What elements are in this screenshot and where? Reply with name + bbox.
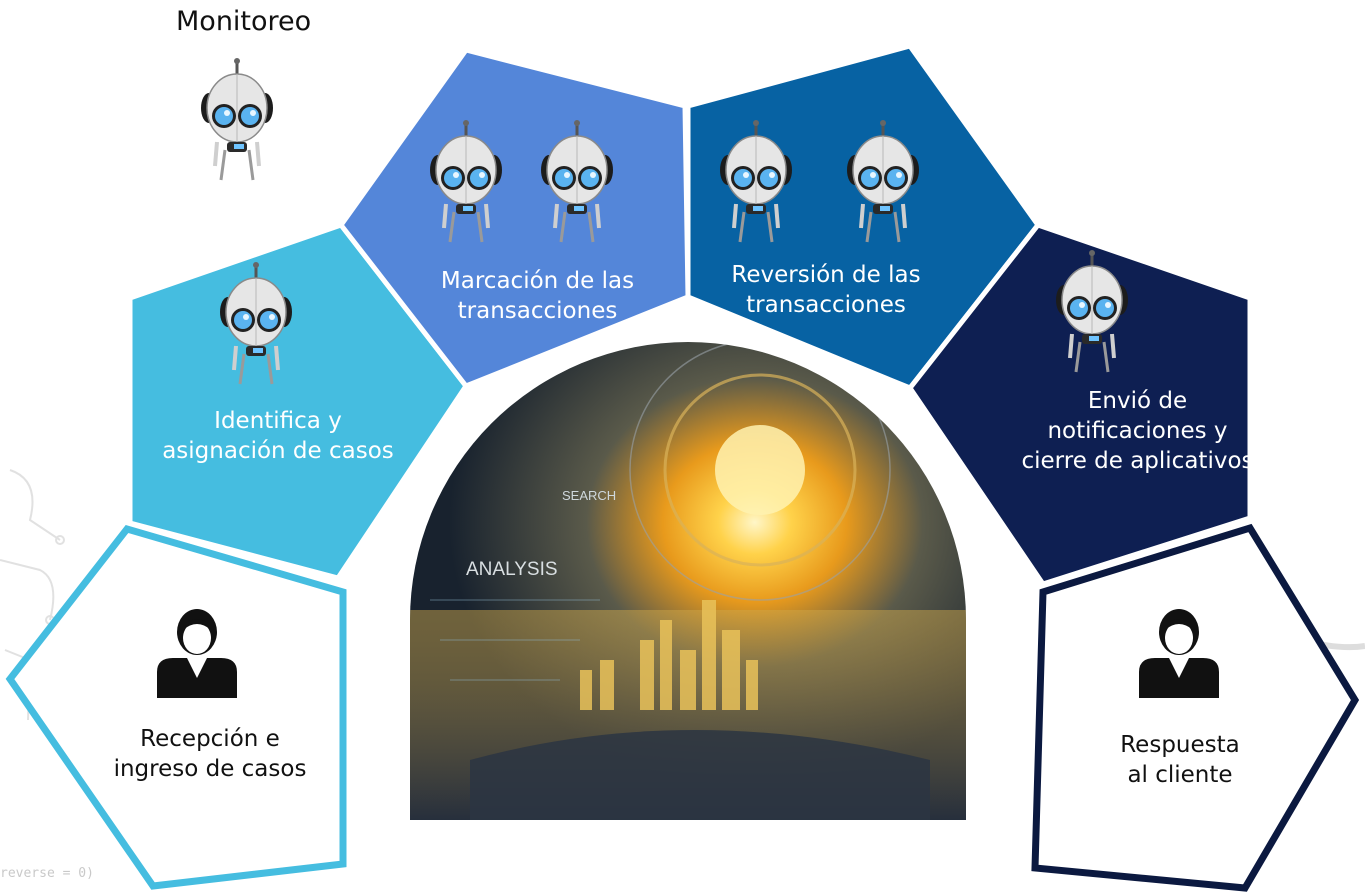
background-code-text: reverse = 0) bbox=[0, 866, 94, 881]
step-marcacion-label: Marcación de las transacciones bbox=[440, 268, 635, 324]
step-identifica-shape bbox=[127, 222, 470, 581]
monitor-robot-icon bbox=[199, 56, 275, 182]
step-respuesta-label: Respuesta al cliente bbox=[1120, 732, 1240, 788]
center-search-text: SEARCH bbox=[562, 488, 616, 503]
step-envio-shape bbox=[906, 222, 1253, 587]
step-recepcion-shape bbox=[5, 524, 347, 890]
step-recepcion-label: Recepción e ingreso de casos bbox=[113, 726, 307, 782]
step-identifica-label: Identifica y asignación de casos bbox=[162, 408, 394, 464]
step-respuesta-shape bbox=[1031, 523, 1360, 892]
step-envio-label: Envió de notificaciones y cierre de apli… bbox=[1021, 388, 1254, 474]
center-analysis-text: ANALYSIS bbox=[466, 559, 558, 580]
step-reversion-label: Reversión de las transacciones bbox=[731, 262, 921, 318]
monitor-label: Monitoreo bbox=[176, 6, 312, 37]
center-analysis-image bbox=[410, 342, 966, 820]
